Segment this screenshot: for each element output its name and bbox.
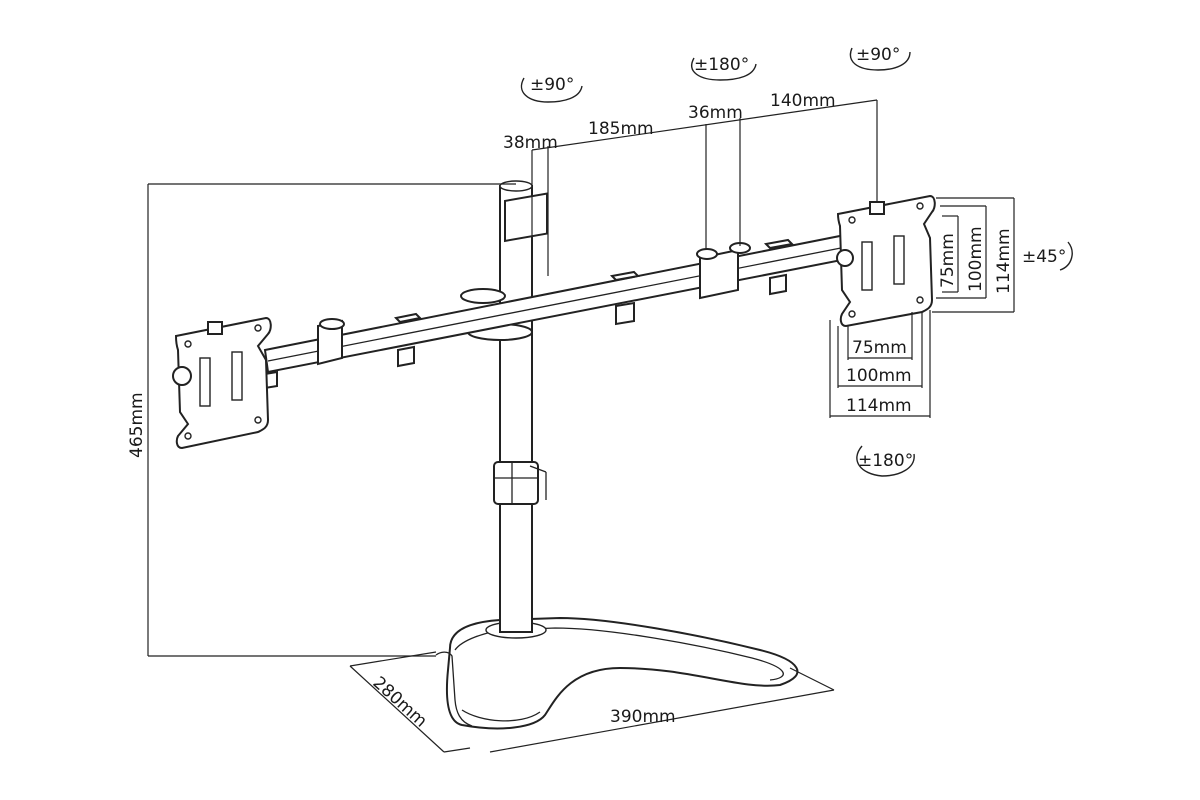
cable-clip [493,461,539,505]
left-tilt-knob [207,321,223,335]
label-vesa-v-75: 75mm [938,233,958,288]
rotation-arc-left-top [520,77,583,103]
rotation-arcs [520,47,1073,477]
label-tilt-45: ±45° [1022,247,1066,267]
label-seg-36: 36mm [688,103,743,123]
label-base-depth-280: 280mm [369,673,431,732]
right-tilt-knob [869,201,885,215]
label-height-465: 465mm [127,392,147,458]
left-vesa-plate [172,316,272,450]
label-rot-left-top: ±90° [530,75,574,95]
dimension-lines [147,99,1015,753]
label-vesa-h-114: 114mm [846,396,912,416]
label-vesa-h-100: 100mm [846,366,912,386]
label-seg-38: 38mm [503,133,558,153]
tilt-arc [1059,241,1073,271]
label-vesa-h-75: 75mm [852,338,907,358]
label-seg-140: 140mm [770,91,836,111]
arm-assembly [263,192,854,390]
label-rot-bottom: ±180° [858,451,913,471]
rotation-arc-right-top [849,47,911,71]
label-vesa-v-100: 100mm [966,226,986,292]
clamp-knob [460,288,506,304]
label-base-width-390: 390mm [610,707,676,727]
rotation-arc-center-top [691,57,757,81]
rotation-arc-bottom [856,445,915,477]
central-clamp [504,192,548,243]
label-rot-right-top: ±90° [856,45,900,65]
right-joint [699,248,739,300]
label-rot-center-top: ±180° [694,55,749,75]
pole [467,180,547,633]
label-seg-185: 185mm [588,119,654,139]
right-vesa-plate [836,194,936,328]
label-vesa-v-114: 114mm [994,228,1014,294]
